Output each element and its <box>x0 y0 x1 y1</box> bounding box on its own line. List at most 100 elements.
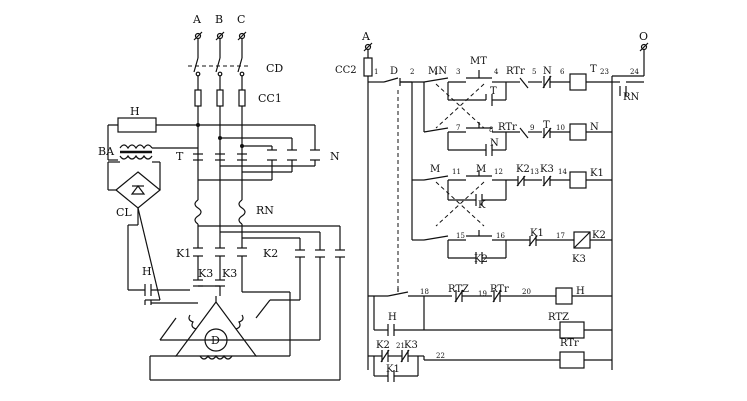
label-m-left: M <box>430 164 440 175</box>
label-t-holding: T <box>490 86 497 97</box>
node-2: 2 <box>410 68 414 76</box>
phase-a-label: A <box>192 13 202 26</box>
node-18: 18 <box>420 288 429 296</box>
motor-label: D <box>211 334 220 347</box>
node-19: 19 <box>478 290 487 298</box>
contactor-k2-label: K2 <box>263 247 278 260</box>
label-k3-3: K3 <box>540 164 554 175</box>
power-fuses <box>194 89 246 107</box>
power-circuit: A B C C <box>98 13 345 381</box>
label-t-2: T <box>543 120 550 131</box>
node-15: 15 <box>456 232 465 240</box>
row-2: 7 8 RTr 9 T 10 N N <box>423 82 612 156</box>
control-fuse <box>363 57 373 77</box>
motor-winding <box>149 296 340 381</box>
node-9: 9 <box>530 124 534 132</box>
disconnect-label: CD <box>266 62 283 75</box>
label-k1-coil: K1 <box>590 168 604 179</box>
label-k3-4: K3 <box>572 254 586 265</box>
fuses-label: CC1 <box>258 92 282 105</box>
contactor-k2-poles <box>198 225 345 380</box>
label-rtz: RTZ <box>448 284 469 295</box>
node-13: 13 <box>530 168 539 176</box>
label-t-coil: T <box>590 64 597 75</box>
current-transformer-label: BA <box>98 145 115 158</box>
label-rtr-2: RTr <box>498 122 517 133</box>
label-rtr-heater: RTr <box>560 338 579 349</box>
heater-rtz <box>559 321 585 339</box>
label-k2-7: K2 <box>376 340 390 351</box>
coil-k1 <box>569 171 587 189</box>
supply-terminals <box>193 31 247 41</box>
row-1: 1 D 2 MN 3 MT 4 RTr 5 N 6 <box>368 56 644 106</box>
row-5: 18 RTZ 19 RTr 20 H H <box>368 284 612 336</box>
label-k2-3: K2 <box>516 164 530 175</box>
rectifier-label: CL <box>116 206 132 219</box>
phase-wires-lower <box>197 106 243 200</box>
coil-n <box>569 123 587 141</box>
phase-wires <box>197 39 243 58</box>
contact-h <box>128 207 198 305</box>
phase-c-label: C <box>237 13 245 26</box>
relay-rn-coils <box>194 199 246 248</box>
coil-h <box>555 287 573 305</box>
interlock-lines <box>397 83 485 290</box>
label-n-1: N <box>543 66 552 77</box>
label-h-coil: H <box>576 286 585 297</box>
heater-rtr <box>559 351 585 369</box>
node-16: 16 <box>496 232 505 240</box>
supply-o-label: O <box>639 30 648 43</box>
node-14: 14 <box>558 168 567 176</box>
contact-h-label: H <box>142 265 152 278</box>
label-k3-7: K3 <box>404 340 418 351</box>
heater-h-label: H <box>130 105 140 118</box>
label-mn: MN <box>428 66 447 77</box>
coil-t <box>569 73 587 91</box>
row-3: M 11 M 12 K2 13 K3 14 K1 <box>400 81 612 211</box>
relay-rn-label: RN <box>256 204 274 217</box>
label-k1-4: K1 <box>530 228 544 239</box>
node-11: 11 <box>452 168 461 176</box>
phase-b-label: B <box>215 13 223 26</box>
contactor-t-poles <box>193 153 247 161</box>
current-transformer-block <box>107 117 198 290</box>
node-7: 7 <box>456 124 460 132</box>
node-1: 1 <box>374 68 378 76</box>
label-rtr-1: RTr <box>506 66 525 77</box>
label-rtr-5: RTr <box>490 284 509 295</box>
row-4: 15 16 K1 17 K2 K3 K2 <box>411 180 612 265</box>
label-k2-coil: K2 <box>592 230 606 241</box>
node-24: 24 <box>630 68 639 76</box>
contactor-k3-right-label: K3 <box>222 267 237 280</box>
contactor-n-label: N <box>330 150 340 163</box>
row-6: RTZ <box>424 312 612 339</box>
label-rtz-heater: RTZ <box>548 312 569 323</box>
contactor-k3-left-label: K3 <box>198 267 213 280</box>
node-5: 5 <box>532 68 536 76</box>
label-d: D <box>390 66 398 77</box>
node-22: 22 <box>436 352 445 360</box>
node-3: 3 <box>456 68 460 76</box>
node-10: 10 <box>556 124 565 132</box>
label-m-right: M <box>476 164 486 175</box>
disconnect-switch <box>188 57 248 90</box>
reversing-bus <box>196 123 316 150</box>
supply-a-label: A <box>361 30 371 43</box>
node-21: 21 <box>396 342 405 350</box>
contactor-k3-poles <box>193 256 291 330</box>
label-mt: MT <box>470 56 487 67</box>
contactor-k1-poles <box>193 247 247 257</box>
contactor-t-label: T <box>176 150 184 163</box>
label-k2-holding: K2 <box>474 254 488 265</box>
relay-rn-label-control: RN <box>623 92 640 103</box>
contactor-k1-label: K1 <box>176 247 191 260</box>
node-12: 12 <box>494 168 503 176</box>
label-k1-7: K1 <box>386 364 400 375</box>
row-7: K2 21 K3 22 K1 RTr <box>368 338 612 382</box>
control-fuse-label: CC2 <box>335 65 357 76</box>
node-23: 23 <box>600 68 609 76</box>
control-circuit: A CC2 O RN 1 D 2 MN 3 MT <box>335 30 649 382</box>
label-k-holding: K <box>478 200 486 211</box>
node-20: 20 <box>522 288 531 296</box>
